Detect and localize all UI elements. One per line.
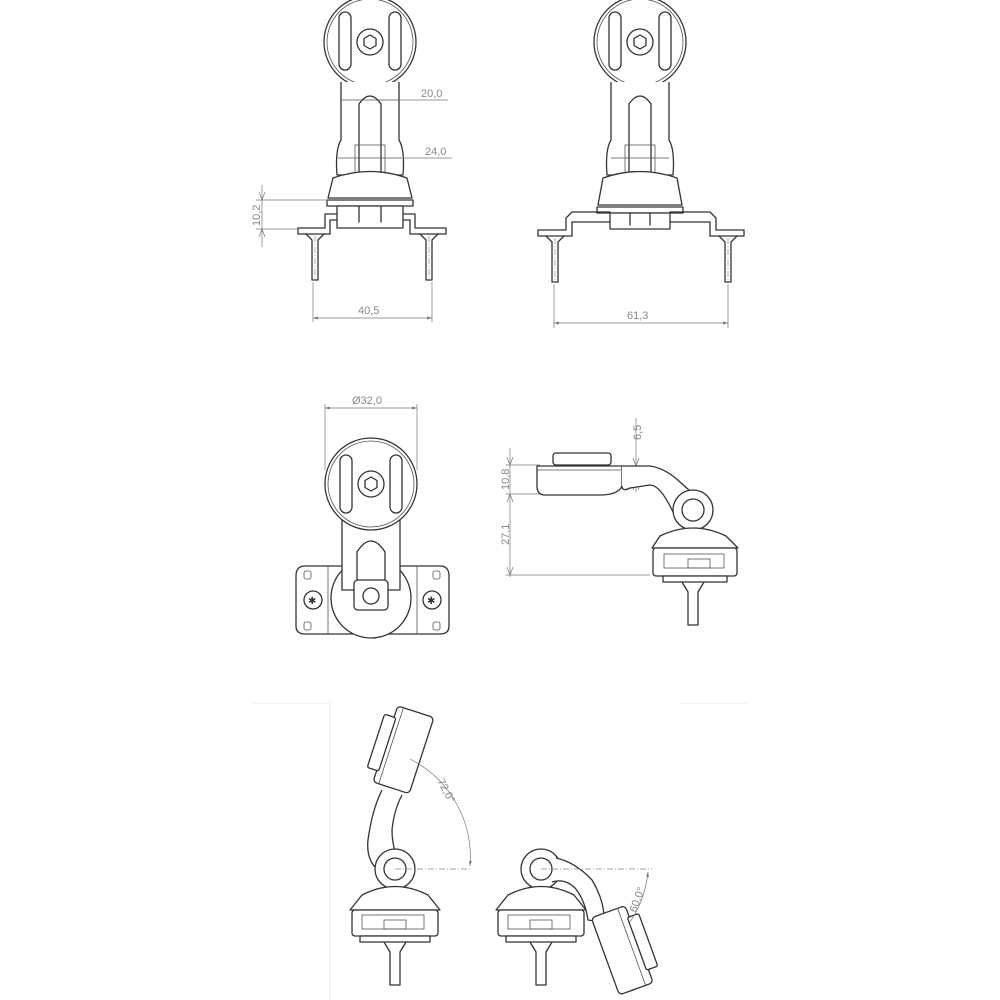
- dim-6-5: 6,5: [632, 425, 644, 440]
- svg-text:✱: ✱: [308, 596, 316, 607]
- svg-text:✱: ✱: [427, 596, 435, 607]
- hex-bolt-icon: [626, 28, 654, 56]
- dim-10-8: 10,8: [500, 469, 512, 490]
- bolt-right: [419, 233, 439, 281]
- mount-head: [536, 465, 623, 496]
- top-view: Ø32,0 ✱ ✱: [295, 395, 450, 639]
- dim-40-5: 40,5: [358, 305, 379, 317]
- mount-head: [324, 437, 418, 531]
- dim-61-3: 61,3: [627, 310, 648, 322]
- bolt-left: [305, 233, 325, 281]
- front-view-narrow: 20,0 24,0 10,2 40,5: [251, 0, 452, 322]
- front-view-wide: 61,3: [537, 0, 745, 328]
- tilt-up-view: 72,0°: [349, 706, 472, 986]
- tilt-down-view: 60,0°: [495, 848, 658, 995]
- angle-60: 60,0°: [628, 886, 648, 914]
- dim-24: 24,0: [425, 146, 446, 158]
- dim-20: 20,0: [421, 88, 442, 100]
- dim-27-1: 27,1: [500, 524, 512, 545]
- side-view: 6,5 10,8 27,1: [500, 418, 739, 626]
- torx-screw-right-icon: [422, 590, 442, 610]
- dim-10-2: 10,2: [251, 205, 263, 226]
- hex-bolt-icon: [356, 28, 384, 56]
- torx-screw-left-icon: [303, 590, 323, 610]
- dim-32-diameter: Ø32,0: [352, 395, 382, 407]
- angle-72: 72,0°: [434, 777, 457, 805]
- hex-bolt-icon: [362, 587, 380, 605]
